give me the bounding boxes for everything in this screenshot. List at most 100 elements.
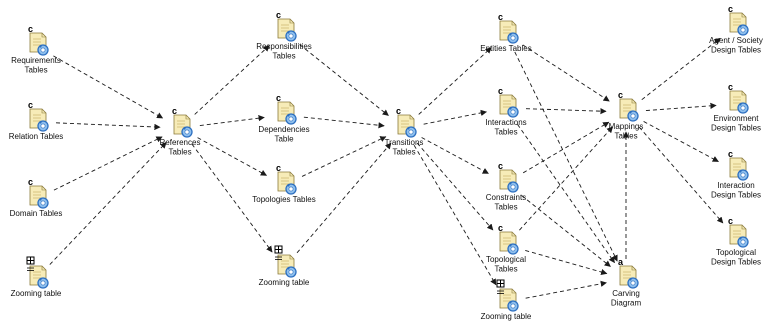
- node-zoom2[interactable]: Zooming table: [259, 245, 310, 287]
- document-icon: [397, 114, 417, 138]
- node-label: Tables: [24, 66, 47, 75]
- node-zoom3[interactable]: Zooming table: [481, 279, 532, 321]
- edge-zoom2-to-transitions: [296, 142, 392, 254]
- document-icon: [29, 265, 49, 289]
- badge-c-icon: c: [28, 24, 33, 34]
- node-label: Interactions: [485, 118, 526, 127]
- edge-mappings-to-topologicalDesign: [638, 126, 724, 224]
- edge-mappings-to-environment: [645, 102, 717, 111]
- node-label: Tables: [494, 128, 517, 137]
- node-label: Responsibilities: [256, 42, 312, 51]
- badge-c-icon: c: [28, 100, 33, 110]
- node-label: Tables: [168, 148, 191, 157]
- node-label: Design Tables: [711, 191, 761, 200]
- node-label: Tables: [392, 148, 415, 157]
- edge-responsibilities-to-transitions: [299, 44, 389, 116]
- badge-c-icon: c: [276, 163, 281, 173]
- badge-c-icon: c: [498, 161, 503, 171]
- node-label: Tables: [272, 52, 295, 61]
- node-label: Transitions: [385, 138, 424, 147]
- node-label: Zooming table: [259, 278, 310, 287]
- badge-c-icon: c: [276, 93, 281, 103]
- document-icon: [729, 224, 749, 248]
- edge-transitions-to-topological: [416, 142, 494, 231]
- node-label: References: [160, 138, 201, 147]
- badge-c-icon: c: [498, 223, 503, 233]
- edge-transitions-to-constraints: [421, 137, 489, 174]
- badge-c-icon: c: [618, 90, 623, 100]
- badge-c-icon: c: [728, 149, 733, 159]
- badge-c-icon: c: [28, 177, 33, 187]
- edge-references-to-zoom2: [191, 143, 273, 253]
- document-icon: [277, 101, 297, 125]
- node-label: Relation Tables: [9, 132, 64, 141]
- edge-interactions-to-carving: [517, 124, 615, 264]
- node-label: Design Tables: [711, 124, 761, 133]
- grid-icon: [274, 245, 283, 260]
- node-zoom1[interactable]: Zooming table: [11, 256, 62, 298]
- node-label: Interaction: [717, 181, 754, 190]
- grid-icon: [26, 256, 35, 271]
- edge-references-to-dependencies: [199, 115, 265, 126]
- edge-constraints-to-mappings: [522, 121, 610, 174]
- node-label: Environment: [714, 114, 760, 123]
- node-label: Mappings: [609, 122, 644, 131]
- edge-dependencies-to-transitions: [303, 116, 385, 129]
- node-label: Zooming table: [11, 289, 62, 298]
- document-icon: [499, 288, 519, 312]
- node-label: Requirements: [11, 56, 61, 65]
- node-label: Domain Tables: [10, 209, 63, 218]
- edge-transitions-to-interactions: [423, 109, 487, 125]
- document-icon: [499, 231, 519, 255]
- document-icon: [729, 157, 749, 181]
- node-label: Tables: [494, 265, 517, 274]
- badge-c-icon: c: [728, 216, 733, 226]
- document-icon: [729, 12, 749, 36]
- document-icon: [619, 265, 639, 289]
- edge-constraints-to-carving: [521, 195, 611, 267]
- document-icon: [29, 185, 49, 209]
- node-label: Zooming table: [481, 312, 532, 321]
- edge-references-to-topologies: [197, 137, 268, 176]
- document-icon: [499, 169, 519, 193]
- document-icon: [277, 254, 297, 278]
- node-label: Topological: [716, 248, 756, 257]
- badge-c-icon: c: [498, 86, 503, 96]
- edge-topologies-to-transitions: [301, 136, 387, 177]
- document-icon: [277, 18, 297, 42]
- document-icon: [173, 114, 193, 138]
- node-label: Topological: [486, 255, 526, 264]
- edge-entities-to-carving: [514, 51, 618, 262]
- edge-mappings-to-interactionDesign: [643, 121, 719, 162]
- document-icon: [277, 171, 297, 195]
- edge-mappings-to-agent: [641, 37, 721, 101]
- edge-zoom1-to-references: [49, 142, 167, 265]
- badge-a-icon: a: [618, 257, 624, 267]
- edges-layer: [49, 37, 724, 299]
- document-icon: [29, 108, 49, 132]
- document-icon: [29, 32, 49, 56]
- document-icon: [499, 94, 519, 118]
- node-label: Design Tables: [711, 258, 761, 267]
- node-label: Tables: [614, 132, 637, 141]
